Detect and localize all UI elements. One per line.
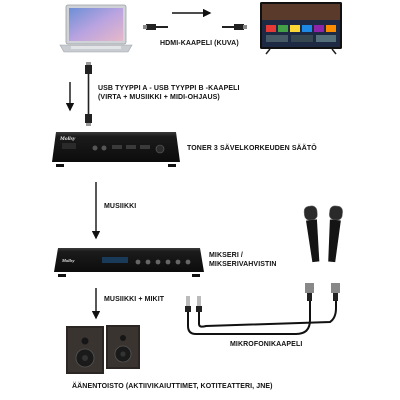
toner-label: TONER 3 SÄVELKORKEUDEN SÄÄTÖ [187,145,317,152]
music-mics-label: MUSIIKKI + MIKIT [104,296,165,303]
mixer-logo: Mollsy [61,258,76,263]
toner-device-icon [52,132,180,167]
mixer-amplifier-icon [54,248,204,277]
mixer-label-line2: MIKSERIVAHVISTIN [209,261,277,268]
usb-label-line2: (VIRTA + MUSIIKKI + MIDI-OHJAUS) [98,94,220,101]
mixer-label-line1: MIKSERI / [209,252,243,259]
hdmi-cable-icon [143,24,247,30]
toner-logo: Mollsy [59,136,76,142]
laptop-icon [59,4,133,53]
mic-cable-label: MIKROFONIKAAPELI [230,341,303,348]
usb-label-line1: USB TYYPPI A - USB TYYPPI B -KAAPELI [98,85,240,92]
speaker-icon [66,325,140,374]
smart-tv-icon [260,2,342,55]
mic-cable-icon [185,283,340,335]
output-label: ÄÄNENTOISTO (AKTIIVIKAIUTTIMET, KOTITEAT… [72,383,273,390]
microphone-icon [303,205,343,263]
usb-cable-icon [85,62,92,126]
music-label: MUSIIKKI [104,203,137,210]
hdmi-label: HDMI-KAAPELI (KUVA) [160,40,239,47]
